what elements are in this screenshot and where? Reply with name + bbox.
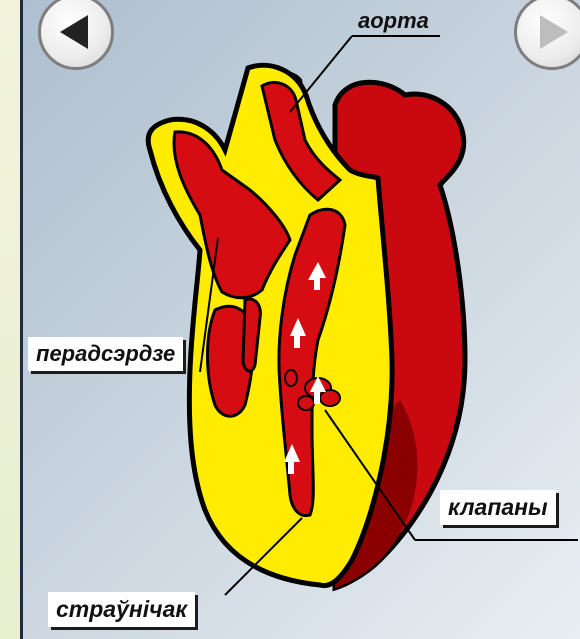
valve-2 xyxy=(320,390,340,406)
triangle-left-icon xyxy=(41,0,111,67)
previous-slide-button[interactable] xyxy=(38,0,114,70)
triangle-right-icon xyxy=(517,0,580,67)
label-aorta: аорта xyxy=(358,8,429,34)
label-atrium: перадсэрдзе xyxy=(28,337,183,371)
next-slide-button[interactable] xyxy=(514,0,580,70)
label-ventricle: страўнічак xyxy=(48,592,195,627)
valve-3 xyxy=(298,396,314,410)
valve-4 xyxy=(285,370,297,386)
label-valves: клапаны xyxy=(440,490,556,525)
